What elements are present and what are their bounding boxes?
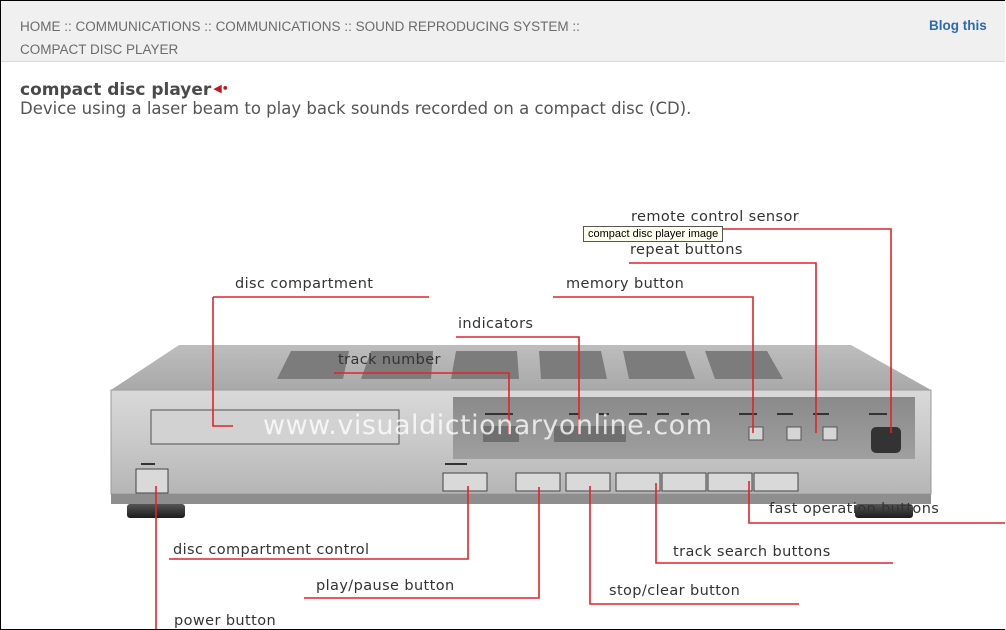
repeat-button-shape [786, 426, 802, 441]
track-number-display [483, 426, 519, 442]
label-memory-button: memory button [566, 276, 685, 292]
cd-player-top [111, 345, 931, 390]
control-buttons [135, 468, 799, 494]
label-play-pause-button: play/pause button [316, 578, 455, 594]
panel-captions [141, 413, 887, 465]
display-panel [453, 397, 915, 459]
memory-button-shape [748, 426, 764, 441]
speaker-icon[interactable]: ◀• [213, 82, 229, 95]
label-track-number: track number [338, 352, 441, 368]
image-tooltip: compact disc player image [583, 226, 724, 242]
breadcrumb-sep: :: [204, 19, 216, 34]
entry-definition: Device using a laser beam to play back s… [20, 99, 692, 118]
breadcrumb-sep: :: [572, 19, 580, 34]
indicator-display [554, 426, 626, 442]
label-indicators: indicators [458, 316, 534, 332]
label-stop-clear-button: stop/clear button [609, 583, 741, 599]
label-disc-compartment: disc compartment [235, 276, 374, 292]
breadcrumb-home[interactable]: HOME [20, 19, 61, 34]
label-disc-compartment-control: disc compartment control [173, 542, 370, 558]
label-remote-control-sensor: remote control sensor [631, 209, 800, 225]
blog-this-link[interactable]: Blog this [929, 18, 987, 33]
repeat-button-shape [822, 426, 838, 441]
term-text: compact disc player [20, 80, 212, 100]
disc-compartment-slot [150, 409, 400, 445]
breadcrumb-bar: HOME :: COMMUNICATIONS :: COMMUNICATIONS… [1, 1, 1005, 62]
breadcrumb-communications[interactable]: COMMUNICATIONS [75, 19, 201, 34]
breadcrumb-sep: :: [64, 19, 76, 34]
label-repeat-buttons: repeat buttons [630, 242, 743, 258]
breadcrumb: HOME :: COMMUNICATIONS :: COMMUNICATIONS… [20, 15, 880, 61]
vent-slots [277, 351, 783, 379]
label-power-button: power button [174, 613, 277, 629]
breadcrumb-sep: :: [344, 19, 356, 34]
breadcrumb-sound-reproducing-system[interactable]: SOUND REPRODUCING SYSTEM [355, 19, 569, 34]
foot-right [855, 504, 913, 518]
cd-player-base-edge [111, 494, 931, 504]
label-track-search-buttons: track search buttons [673, 544, 831, 560]
entry-term: compact disc player◀• [20, 80, 229, 100]
breadcrumb-communications-sub[interactable]: COMMUNICATIONS [215, 19, 341, 34]
label-fast-operation-buttons: fast operation buttons [769, 501, 940, 517]
breadcrumb-current: COMPACT DISC PLAYER [20, 42, 179, 57]
watermark-text: www.visualdictionaryonline.com [263, 410, 713, 441]
remote-sensor-shape [871, 427, 901, 453]
leader-lines [155, 228, 1005, 629]
